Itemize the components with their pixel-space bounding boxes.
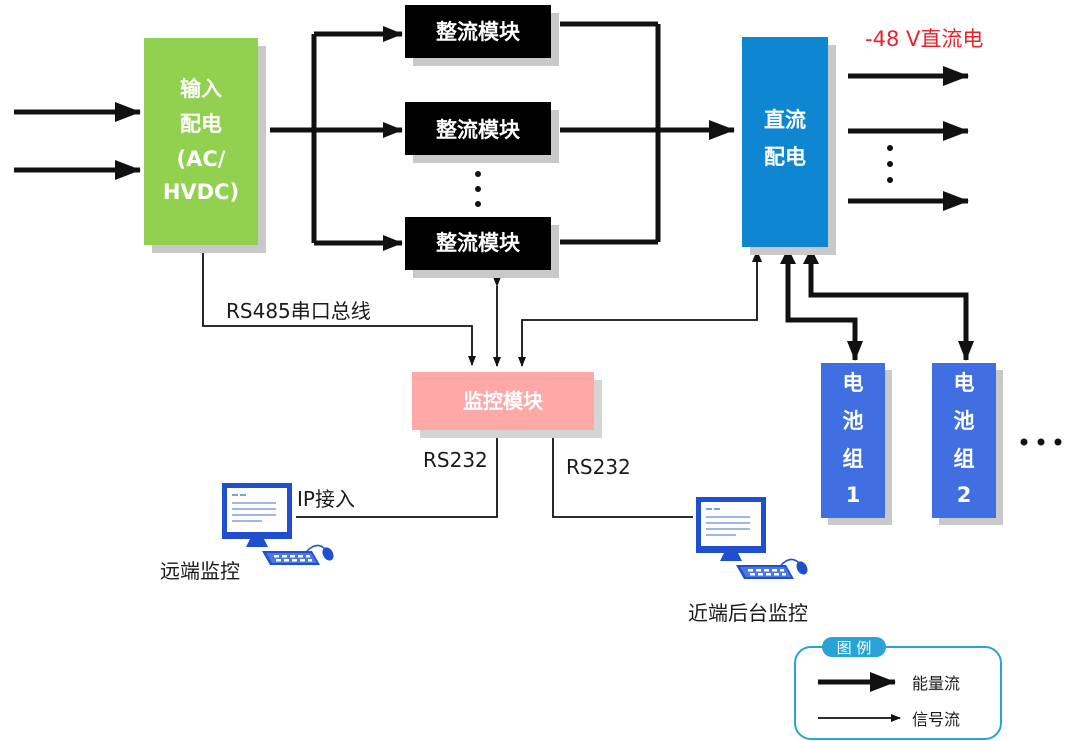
- rectifier-3-label: 整流模块: [436, 231, 521, 255]
- rectifier-ellipsis: [475, 171, 481, 207]
- battery-ellipsis: [1020, 438, 1062, 446]
- ip-access-label: IP接入: [297, 487, 355, 511]
- monitor-module: 监控模块: [412, 372, 602, 438]
- battery-1-line-1: 电: [843, 371, 864, 395]
- rectifier-module-2: 整流模块: [405, 102, 559, 163]
- remote-computer-icon: [222, 483, 334, 565]
- dc-distribution-block: 直流 配电: [742, 37, 836, 255]
- dc-label-line-1: 直流: [764, 108, 806, 132]
- battery-2-line-2: 池: [954, 409, 975, 433]
- legend-frame: [794, 646, 1002, 740]
- legend-title: 图 例: [837, 639, 872, 657]
- monitor-to-local-line: [552, 431, 693, 518]
- dc-to-battery-1: [785, 250, 863, 361]
- battery-1-line-2: 池: [843, 409, 864, 433]
- legend-signal-label: 信号流: [912, 710, 960, 729]
- input-label-line-3: (AC/: [177, 147, 226, 171]
- monitor-label: 监控模块: [463, 389, 544, 413]
- battery-1-line-4: 1: [846, 483, 861, 507]
- input-label-line-1: 输入: [180, 77, 222, 101]
- rectifier-2-label: 整流模块: [436, 118, 521, 142]
- battery-1-line-3: 组: [843, 447, 864, 471]
- input-label-line-4: HVDC): [163, 180, 239, 204]
- dc-signal-arrowhead: [752, 250, 762, 262]
- battery1-to-dc-arrowhead: [780, 248, 796, 264]
- battery-2-line-4: 2: [957, 483, 972, 507]
- battery-2-line-1: 电: [954, 371, 975, 395]
- rs232-right-label: RS232: [566, 455, 631, 479]
- rectifier-module-1: 整流模块: [405, 5, 559, 66]
- output-ellipsis: [887, 145, 893, 183]
- battery-group-1: 电 池 组 1: [821, 363, 892, 525]
- legend-energy-label: 能量流: [912, 674, 960, 693]
- dc-to-battery-2: [808, 250, 974, 361]
- input-label-line-2: 配电: [180, 112, 222, 136]
- rectifier-1-label: 整流模块: [436, 20, 521, 44]
- remote-monitor-label: 远端监控: [160, 559, 240, 583]
- local-computer-icon: [696, 497, 808, 579]
- local-monitor-label: 近端后台监控: [688, 601, 808, 625]
- battery-group-2: 电 池 组 2: [932, 363, 1003, 525]
- input-rs485-line: [202, 245, 476, 366]
- battery2-to-dc-arrowhead: [803, 248, 819, 264]
- battery-2-line-3: 组: [954, 447, 975, 471]
- legend-title-tab: [822, 637, 886, 657]
- input-distribution-block: 输入 配电 (AC/ HVDC): [144, 38, 266, 253]
- signal-flow-lines: [202, 245, 758, 518]
- dc-label-line-2: 配电: [764, 145, 806, 169]
- legend: 图 例 能量流 信号流: [794, 637, 1002, 740]
- rectifier-module-3: 整流模块: [405, 217, 559, 278]
- rs485-bus-label: RS485串口总线: [226, 299, 371, 323]
- dc-monitor-line: [518, 252, 758, 367]
- monitor-to-remote-line: [296, 431, 498, 518]
- rs232-left-label: RS232: [423, 448, 488, 472]
- energy-flow-lines: [14, 21, 974, 361]
- output-voltage-label: -48 V直流电: [865, 27, 983, 51]
